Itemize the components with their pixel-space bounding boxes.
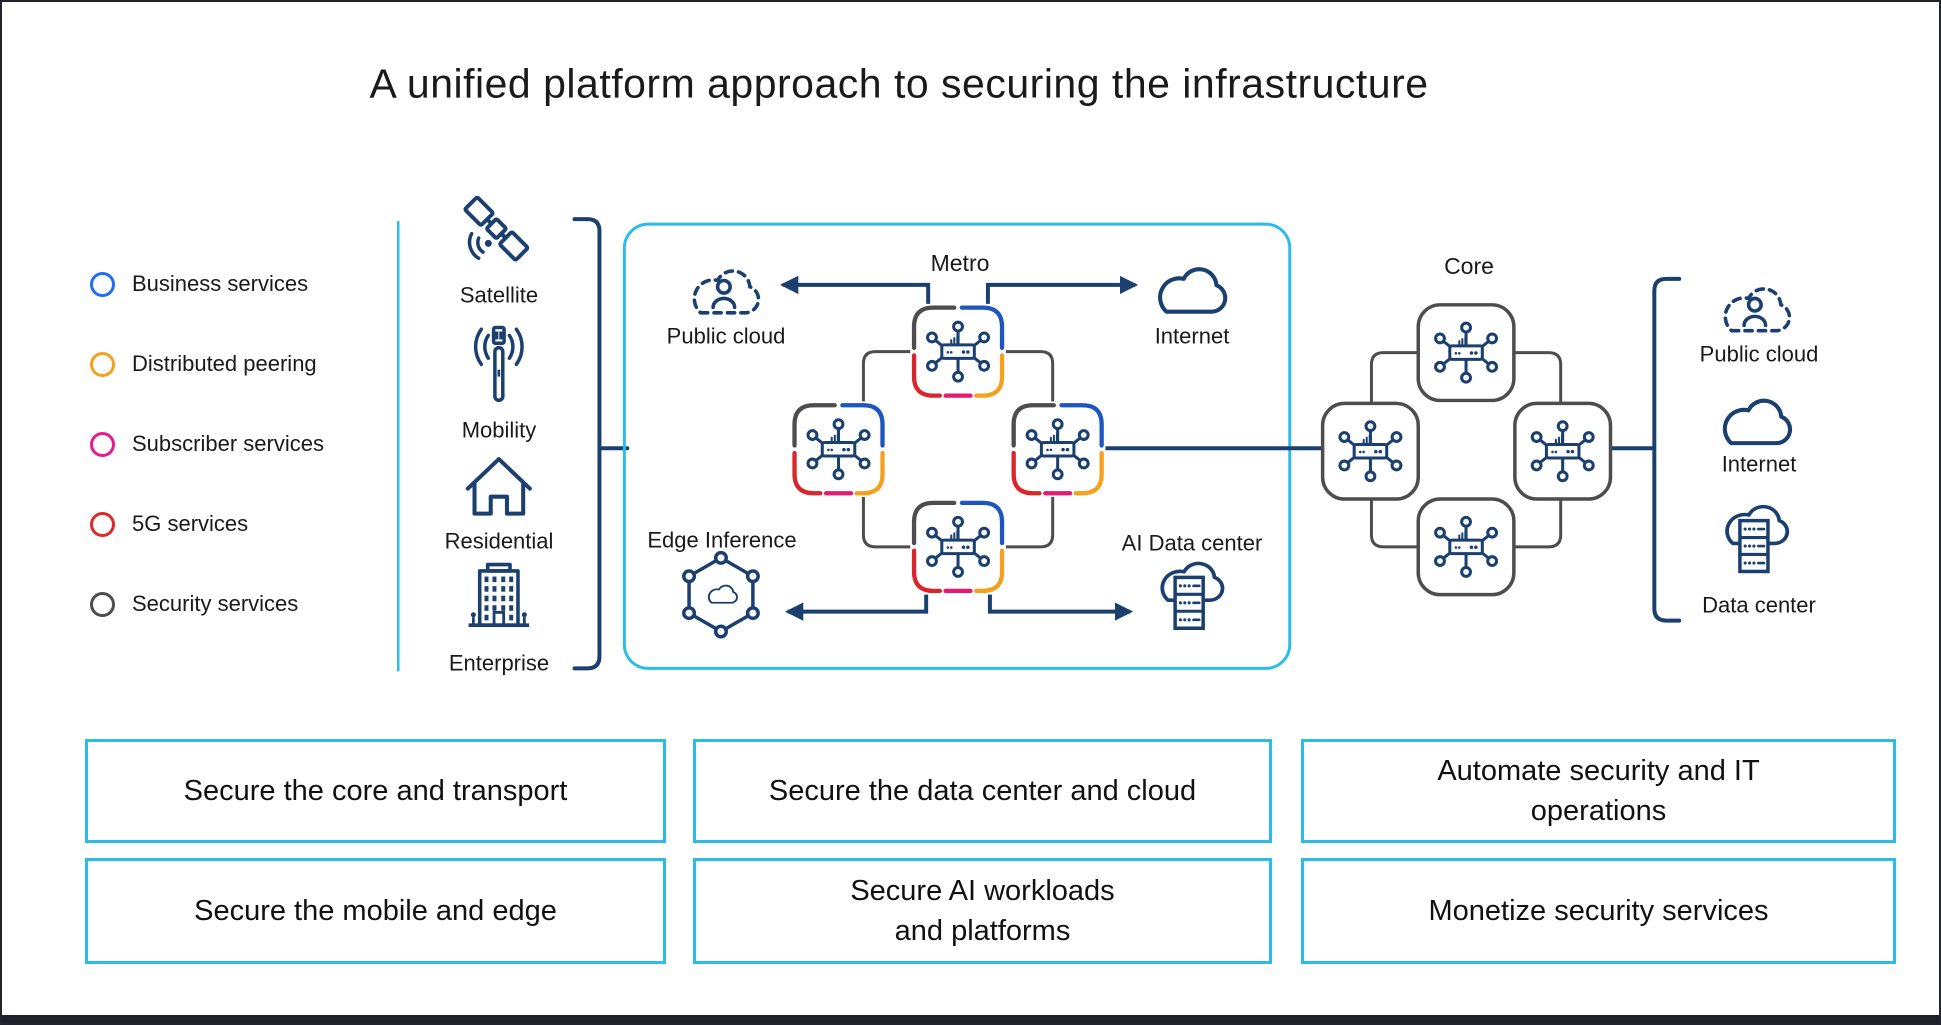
legend-item-subscriber-services: Subscriber services — [90, 431, 324, 457]
page-title: A unified platform approach to securing … — [369, 60, 1429, 107]
router-icon — [1025, 418, 1090, 481]
metro-router-node-left — [795, 405, 883, 493]
capability-box-monetize-security: Monetize security services — [1301, 858, 1896, 964]
capability-box-automate-security-it: Automate security and IT operations — [1301, 739, 1896, 843]
residential-label: Residential — [444, 528, 554, 554]
mobility-label: Mobility — [461, 417, 537, 443]
core-zone-label: Core — [1444, 252, 1494, 279]
capability-box-secure-mobile-edge: Secure the mobile and edge — [85, 858, 666, 964]
core-node-connectors — [1369, 351, 1563, 549]
legend-item-5g-services: 5G services — [90, 511, 249, 537]
bottom-accent-bar — [2, 1015, 1939, 1023]
legend-label: 5G services — [132, 511, 249, 536]
ai-data-center-label: AI Data center — [1121, 530, 1263, 556]
public-cloud-label: Public cloud — [666, 323, 786, 349]
edge-inference-label: Edge Inference — [647, 527, 797, 553]
capability-box-secure-datacenter-cloud: Secure the data center and cloud — [693, 739, 1272, 843]
metro-zone-label: Metro — [930, 249, 990, 276]
building-icon — [466, 562, 531, 627]
internet-cloud-icon — [1160, 269, 1225, 311]
data-center-icon — [1725, 504, 1790, 574]
public-cloud-icon — [1723, 287, 1792, 333]
legend-dot-pink — [90, 431, 115, 457]
access-bracket — [572, 217, 630, 671]
capability-box-label: Secure the core and transport — [183, 774, 568, 807]
legend-label: Business services — [132, 271, 309, 296]
core-router-node-bottom — [1416, 497, 1516, 597]
ai-data-center-icon — [1160, 561, 1225, 631]
satellite-icon — [462, 195, 530, 263]
capability-box-label: Monetize security services — [1428, 894, 1769, 927]
legend-dot-orange — [90, 351, 115, 377]
arrow-to-internet — [985, 275, 1139, 304]
metro-node-connectors — [861, 350, 1055, 549]
satellite-label: Satellite — [459, 282, 539, 308]
legend-dot-red — [90, 511, 115, 537]
capability-box-secure-core-transport: Secure the core and transport — [85, 739, 666, 843]
capability-box-label: Secure the mobile and edge — [194, 894, 557, 927]
legend-item-distributed-peering: Distributed peering — [90, 351, 317, 377]
legend-dot-gray — [90, 591, 115, 617]
metro-router-node-top — [914, 308, 1002, 396]
internet-label: Internet — [1154, 323, 1230, 349]
metro-router-node-bottom — [914, 503, 1002, 591]
legend-label: Subscriber services — [132, 431, 324, 456]
router-icon — [926, 320, 991, 383]
legend-item-security-services: Security services — [90, 591, 299, 617]
router-icon — [926, 515, 991, 578]
capability-box-label: Secure the data center and cloud — [768, 774, 1197, 807]
public-cloud-label: Public cloud — [1699, 341, 1819, 367]
core-router-node-top — [1416, 303, 1516, 403]
edge-services-bracket — [1652, 276, 1682, 623]
capability-box-secure-ai-workloads: Secure AI workloads and platforms — [693, 858, 1272, 964]
core-router-node-right — [1513, 401, 1613, 501]
internet-label: Internet — [1721, 451, 1797, 477]
metro-router-node-right — [1014, 405, 1102, 493]
router-icon — [806, 418, 871, 481]
edge-inference-icon — [684, 553, 758, 637]
metro-arrows — [779, 275, 1655, 621]
arrow-to-edge-inference — [784, 594, 929, 621]
public-cloud-icon — [692, 269, 761, 315]
data-center-label: Data center — [1702, 592, 1816, 618]
legend-label: Distributed peering — [132, 351, 317, 376]
capability-box-label: Secure AI workloads — [850, 874, 1115, 907]
house-icon — [468, 459, 530, 514]
enterprise-label: Enterprise — [448, 650, 550, 676]
core-router-node-left — [1320, 401, 1420, 501]
legend-dot-blue — [90, 271, 115, 297]
arrow-to-public-cloud — [779, 275, 931, 304]
capability-box-label: Automate security and IT — [1437, 754, 1760, 787]
legend-item-business-services: Business services — [90, 271, 309, 297]
mobility-icon — [473, 325, 524, 403]
arrow-to-ai-data-center — [987, 594, 1134, 621]
internet-cloud-icon — [1725, 401, 1790, 443]
legend-label: Security services — [132, 591, 299, 616]
